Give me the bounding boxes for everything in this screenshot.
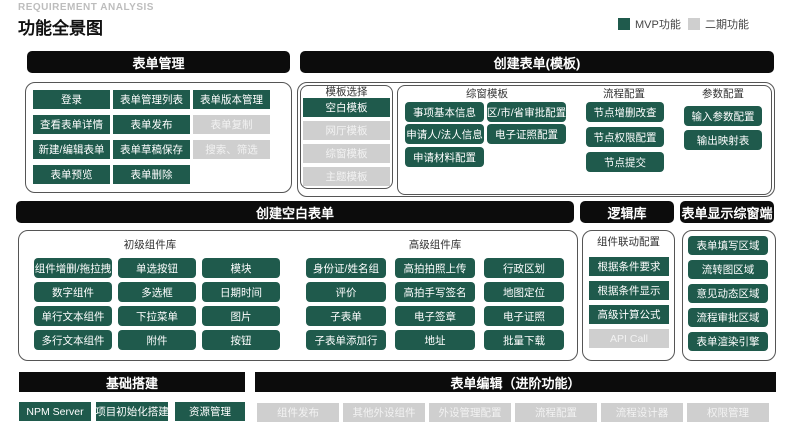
form-management-item: 表单删除: [113, 165, 190, 184]
advanced-component-item: 地址: [395, 330, 475, 350]
template-select-item: 空白模板: [303, 98, 390, 117]
basic-component-item: 日期时间: [202, 282, 280, 302]
basic-component-item: 按钮: [202, 330, 280, 350]
form-management-title: 表单管理: [27, 51, 290, 73]
foundation-item: NPM Server: [19, 402, 91, 421]
basic-component-item: 数字组件: [34, 282, 112, 302]
form-management-item: 查看表单详情: [33, 115, 110, 134]
eyebrow-text: REQUIREMENT ANALYSIS: [18, 2, 154, 13]
advanced-edit-item: 组件发布: [257, 403, 339, 422]
param-config-item: 输入参数配置: [684, 106, 762, 126]
legend-item-mvp: MVP功能: [618, 17, 681, 31]
basic-component-item: 模块: [202, 258, 280, 278]
advanced-edit-item: 流程配置: [515, 403, 597, 422]
advanced-component-item: 电子签章: [395, 306, 475, 326]
window-template-item: 申请人/法人信息: [405, 124, 484, 144]
display-item: 流程审批区域: [688, 308, 768, 327]
page-title: 功能全景图: [18, 19, 103, 38]
advanced-component-item: 地图定位: [484, 282, 564, 302]
advanced-component-item: 身份证/姓名组: [306, 258, 386, 278]
advanced-component-item: 评价: [306, 282, 386, 302]
create-blank-form-title: 创建空白表单: [16, 201, 574, 223]
advanced-edit-item: 权限管理: [687, 403, 769, 422]
param-config-title: 参数配置: [702, 88, 744, 100]
form-management-item: 表单管理列表: [113, 90, 190, 109]
basic-component-item: 下拉菜单: [118, 306, 196, 326]
template-select-title: 模板选择: [325, 86, 368, 98]
window-template-item: 申请材料配置: [405, 147, 484, 167]
advanced-edit-title: 表单编辑（进阶功能）: [255, 372, 776, 392]
basic-component-item: 单选按钮: [118, 258, 196, 278]
form-management-item: 登录: [33, 90, 110, 109]
flow-config-item: 节点权限配置: [586, 127, 664, 147]
basic-component-item: 多选框: [118, 282, 196, 302]
window-template-item: 电子证照配置: [487, 124, 566, 144]
window-template-item: 事项基本信息: [405, 102, 484, 122]
foundation-title: 基础搭建: [19, 372, 245, 392]
param-config-item: 输出映射表: [684, 130, 762, 150]
create-form-template-title: 创建表单(模板): [300, 51, 774, 73]
display-item: 表单填写区域: [688, 236, 768, 255]
legend-swatch-mvp: [618, 18, 630, 30]
advanced-edit-item: 流程设计器: [601, 403, 683, 422]
form-management-item: 新建/编辑表单: [33, 140, 110, 159]
logic-item: 根据条件要求: [589, 257, 669, 276]
basic-component-item: 附件: [118, 330, 196, 350]
advanced-component-item: 高拍手写签名: [395, 282, 475, 302]
foundation-item: 资源管理: [175, 402, 245, 421]
display-item: 流转图区域: [688, 260, 768, 279]
foundation-item: 项目初始化搭建: [96, 402, 168, 421]
logic-item: 高级计算公式: [589, 305, 669, 324]
advanced-component-item: 批量下载: [484, 330, 564, 350]
flow-config-item: 节点提交: [586, 152, 664, 172]
form-management-item: 表单版本管理: [193, 90, 270, 109]
advanced-edit-item: 外设管理配置: [429, 403, 511, 422]
form-management-item: 表单发布: [113, 115, 190, 134]
advanced-library-title: 高级组件库: [408, 239, 462, 251]
legend-label-phase2: 二期功能: [705, 19, 749, 31]
logic-item: 根据条件显示: [589, 281, 669, 300]
form-management-item: 表单复制: [193, 115, 270, 134]
basic-component-item: 图片: [202, 306, 280, 326]
legend-swatch-phase2: [688, 18, 700, 30]
basic-component-item: 多行文本组件: [34, 330, 112, 350]
basic-library-title: 初级组件库: [123, 239, 177, 251]
flow-config-title: 流程配置: [603, 88, 645, 100]
advanced-edit-item: 其他外设组件: [343, 403, 425, 422]
template-select-item: 主题模板: [303, 167, 390, 186]
advanced-component-item: 高拍拍照上传: [395, 258, 475, 278]
legend-label-mvp: MVP功能: [635, 19, 681, 31]
display-item: 表单渲染引擎: [688, 332, 768, 351]
advanced-component-item: 子表单: [306, 306, 386, 326]
advanced-component-item: 子表单添加行: [306, 330, 386, 350]
display-item: 意见动态区域: [688, 284, 768, 303]
window-template-title: 综窗模板: [466, 88, 508, 100]
logic-title: 逻辑库: [580, 201, 674, 223]
display-title: 表单显示综窗端: [680, 201, 774, 223]
legend-item-phase2: 二期功能: [688, 17, 749, 31]
flow-config-item: 节点增删改查: [586, 102, 664, 122]
advanced-component-item: 电子证照: [484, 306, 564, 326]
form-management-item: 搜索、筛选: [193, 140, 270, 159]
advanced-component-item: 行政区划: [484, 258, 564, 278]
template-select-item: 网厅模板: [303, 121, 390, 140]
basic-component-item: 单行文本组件: [34, 306, 112, 326]
form-management-item: 表单预览: [33, 165, 110, 184]
form-management-item: 表单草稿保存: [113, 140, 190, 159]
logic-subtitle: 组件联动配置: [597, 236, 660, 248]
template-select-item: 综窗模板: [303, 144, 390, 163]
logic-item: API Call: [589, 329, 669, 348]
window-template-item: 区/市/省审批配置: [487, 102, 566, 122]
basic-component-item: 组件增删/拖拉拽: [34, 258, 112, 278]
